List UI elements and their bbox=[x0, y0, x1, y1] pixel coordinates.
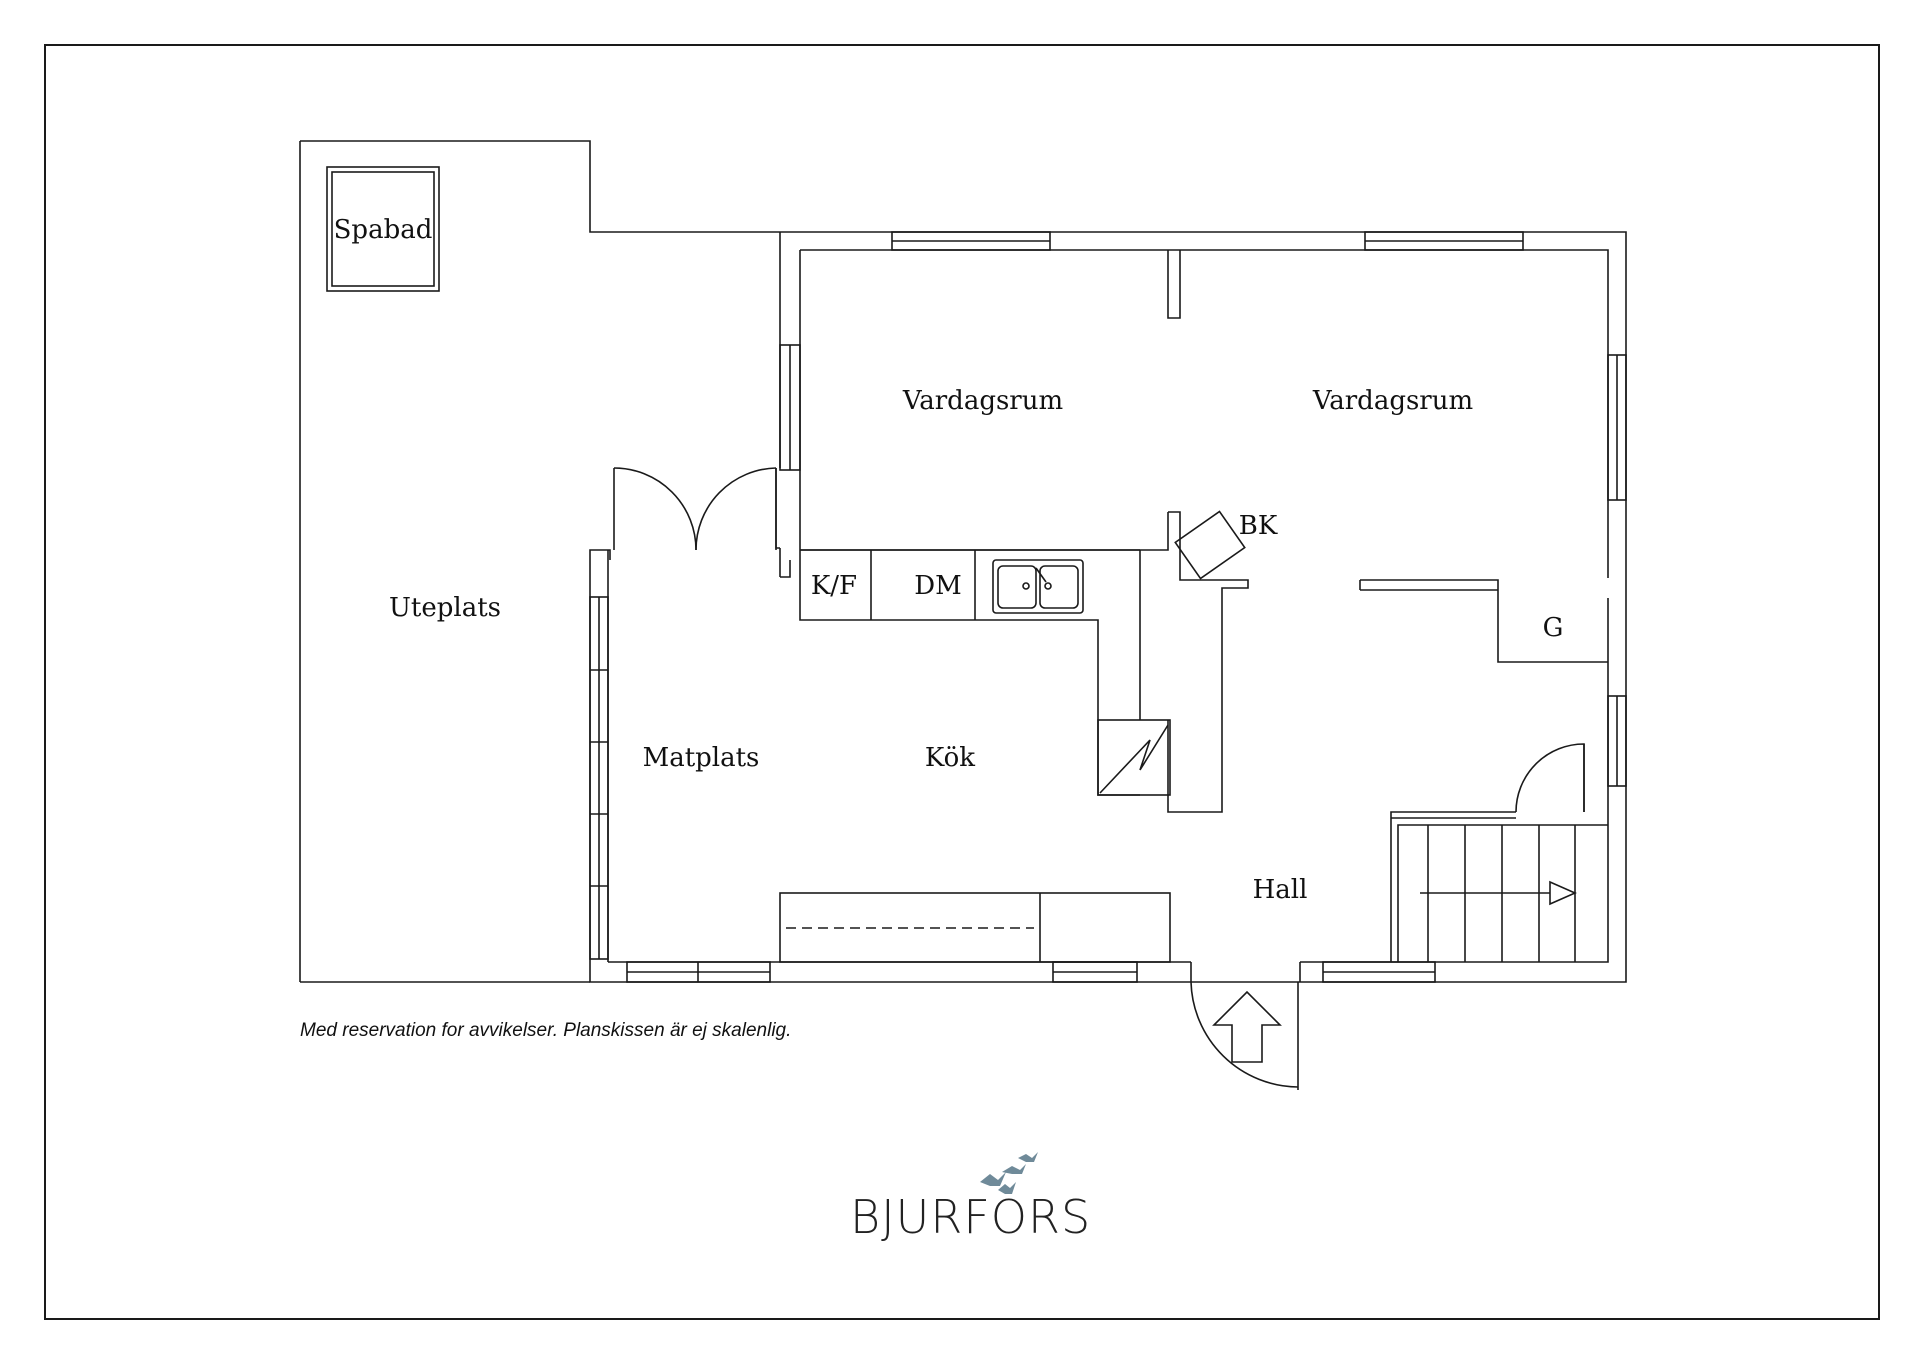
partition-living-top bbox=[1167, 250, 1181, 319]
label-spabad: Spabad bbox=[334, 215, 433, 245]
bk-unit bbox=[1174, 510, 1246, 580]
bench bbox=[779, 892, 1171, 963]
sink-basin-right bbox=[1039, 565, 1079, 609]
disclaimer-text: Med reservation for avvikelser. Planskis… bbox=[300, 1020, 792, 1041]
patio-door-jamb bbox=[775, 468, 791, 578]
deck-outline bbox=[300, 140, 780, 233]
entry-arrow bbox=[1212, 990, 1282, 1063]
sink-drain-right bbox=[1044, 582, 1052, 590]
partition-living-lower bbox=[800, 512, 1169, 551]
stove bbox=[1097, 719, 1171, 796]
patio-door-swing-right bbox=[695, 467, 777, 551]
stove-symbol bbox=[1099, 724, 1169, 794]
entry-door-swing bbox=[1190, 981, 1299, 1088]
label-hall: Hall bbox=[1253, 875, 1308, 905]
stair-outline bbox=[1390, 811, 1516, 962]
label-kok: Kök bbox=[925, 743, 975, 773]
label-vardagsrum-1: Vardagsrum bbox=[902, 386, 1063, 416]
stair-arrow bbox=[1549, 880, 1577, 906]
page-frame bbox=[44, 44, 1880, 1320]
label-vardagsrum-2: Vardagsrum bbox=[1312, 386, 1473, 416]
sink-faucet bbox=[1035, 567, 1047, 583]
stair-outer bbox=[1397, 824, 1608, 962]
bjurfors-logo: BJURFORS bbox=[850, 1150, 1092, 1250]
birds-icon bbox=[980, 1152, 1038, 1194]
spabad-outer bbox=[326, 166, 440, 292]
logo-wordmark: BJURFORS bbox=[850, 1190, 1092, 1244]
label-matplats: Matplats bbox=[643, 743, 760, 773]
label-bk: BK bbox=[1239, 511, 1278, 541]
label-g: G bbox=[1543, 613, 1564, 643]
label-dm: DM bbox=[914, 571, 961, 601]
patio-door-swing-left bbox=[613, 467, 697, 551]
sink-basin-left bbox=[997, 565, 1037, 609]
sink-outer bbox=[992, 559, 1084, 614]
sink-drain-left bbox=[1022, 582, 1030, 590]
label-kf: K/F bbox=[811, 571, 857, 601]
spabad-inner bbox=[331, 171, 435, 287]
partition-g-top bbox=[1360, 579, 1608, 663]
door-hall-swing bbox=[1515, 743, 1585, 813]
label-uteplats: Uteplats bbox=[389, 593, 501, 623]
house-inner-wall-right-lower bbox=[1300, 598, 1609, 963]
house-outer-wall bbox=[589, 231, 1627, 983]
chimney-wall bbox=[1167, 511, 1249, 813]
